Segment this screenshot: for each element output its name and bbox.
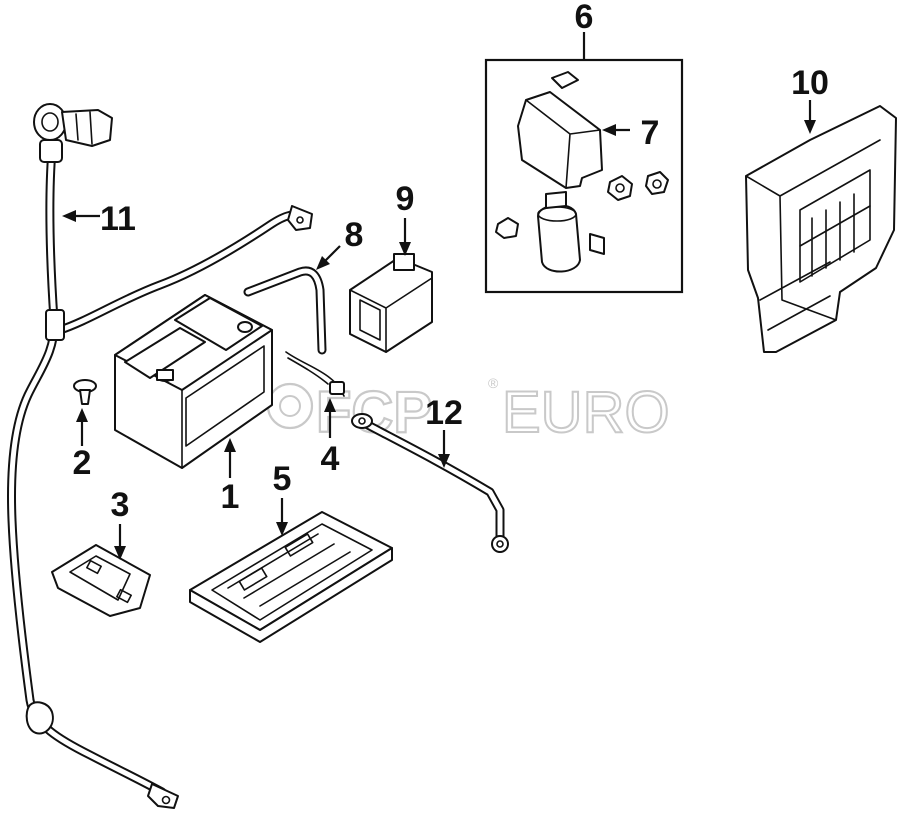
nut-2 bbox=[645, 171, 669, 195]
watermark: FCP ® EURO bbox=[266, 375, 671, 446]
callout-8: 8 bbox=[345, 216, 364, 254]
watermark-gear-icon bbox=[266, 382, 314, 430]
part-1-battery bbox=[114, 294, 273, 469]
part-5-battery-tray bbox=[189, 511, 393, 643]
watermark-registered: ® bbox=[488, 375, 499, 391]
callout-leaders bbox=[62, 32, 816, 560]
callout-6: 6 bbox=[575, 0, 594, 36]
callout-9: 9 bbox=[396, 180, 415, 218]
nut-3 bbox=[495, 217, 519, 239]
part-3-bracket bbox=[51, 544, 151, 617]
callout-4: 4 bbox=[321, 440, 340, 478]
part-10-module-bracket bbox=[745, 105, 897, 353]
callout-1: 1 bbox=[221, 478, 240, 516]
callout-2: 2 bbox=[73, 444, 92, 482]
part-2-screw bbox=[73, 379, 97, 405]
part-12-ground-strap bbox=[351, 413, 509, 553]
callout-labels: 1 2 3 4 5 6 7 8 9 10 11 12 bbox=[73, 0, 829, 524]
callout-12: 12 bbox=[425, 394, 463, 432]
reservoir bbox=[537, 204, 581, 273]
callout-3: 3 bbox=[111, 486, 130, 524]
callout-11: 11 bbox=[100, 200, 136, 238]
part-4-sensor-wire bbox=[285, 351, 345, 397]
part-9-control-module bbox=[349, 253, 433, 353]
watermark-brand-part2: EURO bbox=[502, 380, 670, 445]
callout-10: 10 bbox=[791, 64, 829, 102]
part-7-fuse-cover bbox=[517, 71, 603, 189]
callout-5: 5 bbox=[273, 460, 292, 498]
callout-7: 7 bbox=[641, 114, 660, 152]
part-11-battery-cable bbox=[7, 103, 313, 809]
part-6-fuse-kit-box bbox=[484, 58, 684, 294]
part-8-small-cable bbox=[243, 266, 327, 355]
nut-1 bbox=[607, 175, 633, 201]
